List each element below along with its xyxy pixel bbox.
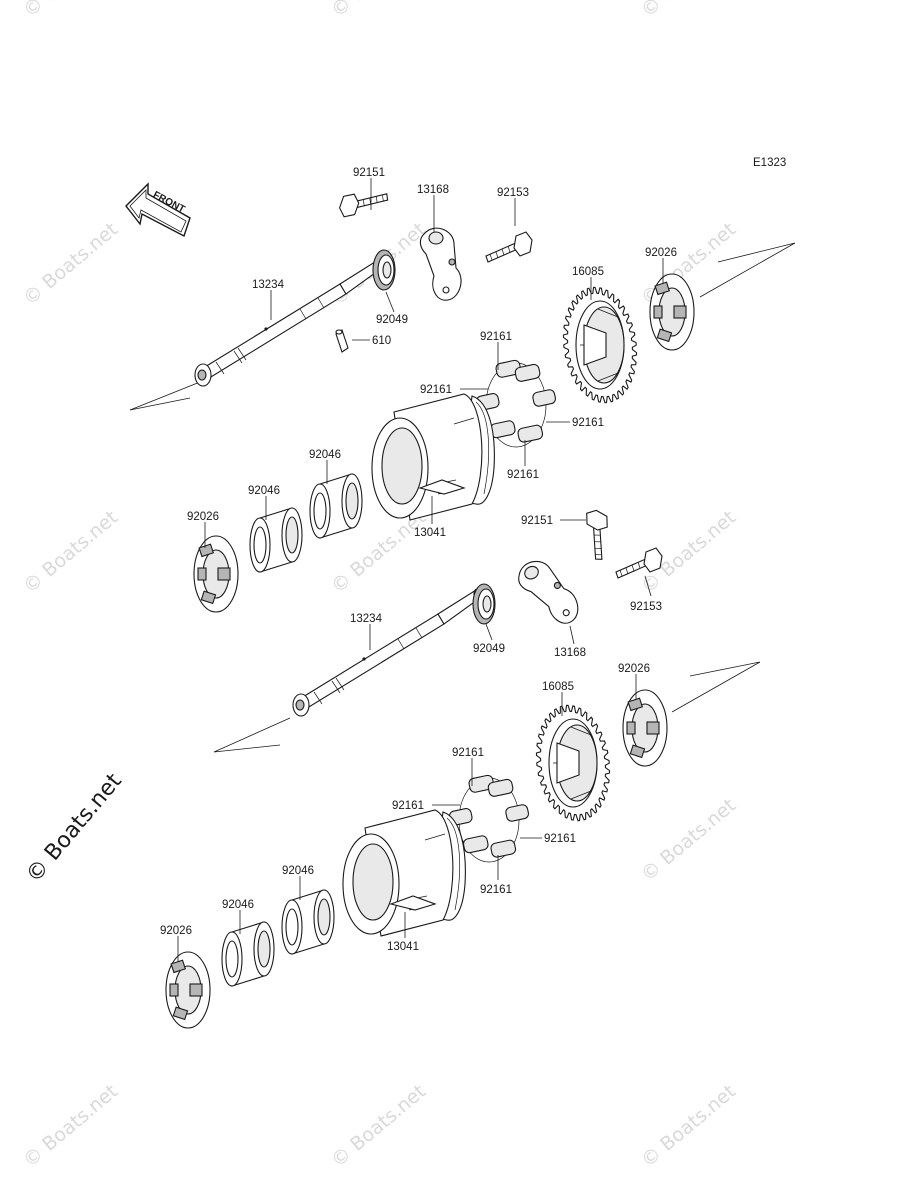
label-16085: 16085 <box>572 266 604 278</box>
oil-seal-92049-lower <box>472 583 496 625</box>
label-92026: 92026 <box>645 247 677 259</box>
watermark-main: © Boats.net <box>21 769 127 888</box>
needle-92046-lower-a <box>281 889 335 955</box>
label-92026-b: 92026 <box>160 925 192 937</box>
shaft-13234-upper <box>194 258 383 387</box>
label-92161-left: 92161 <box>420 384 452 396</box>
label-92161-top: 92161 <box>480 331 512 343</box>
label-92049: 92049 <box>376 314 408 326</box>
label-92026-b: 92026 <box>187 511 219 523</box>
label-92046-a: 92046 <box>282 865 314 877</box>
hub-13041-lower <box>342 809 466 937</box>
label-16085: 16085 <box>542 681 574 693</box>
bolt-92153-upper <box>485 231 533 263</box>
label-92161-right: 92161 <box>572 417 604 429</box>
label-92151: 92151 <box>521 515 553 527</box>
label-92046-a: 92046 <box>309 449 341 461</box>
label-13041: 13041 <box>387 941 419 953</box>
washer-92026-lower-b <box>165 951 211 1029</box>
label-92046-b: 92046 <box>248 485 280 497</box>
gear-16085-lower <box>528 700 618 826</box>
label-92161-bottom: 92161 <box>480 884 512 896</box>
label-13168: 13168 <box>417 184 449 196</box>
shaft-13234-lower <box>292 588 481 717</box>
gear-16085-upper <box>555 282 645 408</box>
washer-92026-upper <box>649 273 695 351</box>
label-92151: 92151 <box>353 167 385 179</box>
lever-13168-upper <box>419 227 462 301</box>
label-13234: 13234 <box>252 279 285 291</box>
label-610: 610 <box>372 335 391 347</box>
label-13168: 13168 <box>554 647 586 659</box>
label-92153: 92153 <box>497 187 529 199</box>
oil-seal-92049-upper <box>372 249 396 291</box>
washer-92026-upper-b <box>193 535 239 613</box>
label-92161-right: 92161 <box>544 833 576 845</box>
bolt-92151-lower <box>572 507 618 562</box>
needle-92046-lower-b <box>221 921 275 987</box>
label-13234: 13234 <box>350 613 383 625</box>
front-arrow-icon: FRONT <box>125 182 191 238</box>
needle-92046-upper-b <box>249 507 303 573</box>
label-92046-b: 92046 <box>222 899 254 911</box>
label-92161-bottom: 92161 <box>507 469 539 481</box>
label-92153: 92153 <box>630 601 662 613</box>
label-92161-top: 92161 <box>452 747 484 759</box>
hub-13041-upper <box>371 393 495 521</box>
label-92161-left: 92161 <box>392 800 424 812</box>
diagram-code: E1323 <box>753 157 786 169</box>
washer-92026-lower <box>622 689 668 767</box>
bolt-92151-upper <box>337 185 390 225</box>
label-92026: 92026 <box>618 663 650 675</box>
pin-610 <box>335 329 349 353</box>
needle-92046-upper-a <box>309 473 363 539</box>
upper-assembly: 92151 13168 92153 13234 92049 610 16085 … <box>129 167 796 613</box>
label-92049: 92049 <box>473 643 505 655</box>
lower-assembly: 92151 92153 13234 92049 13168 16085 9202… <box>160 507 761 1029</box>
lever-13168-lower <box>512 551 585 635</box>
label-13041: 13041 <box>414 527 446 539</box>
